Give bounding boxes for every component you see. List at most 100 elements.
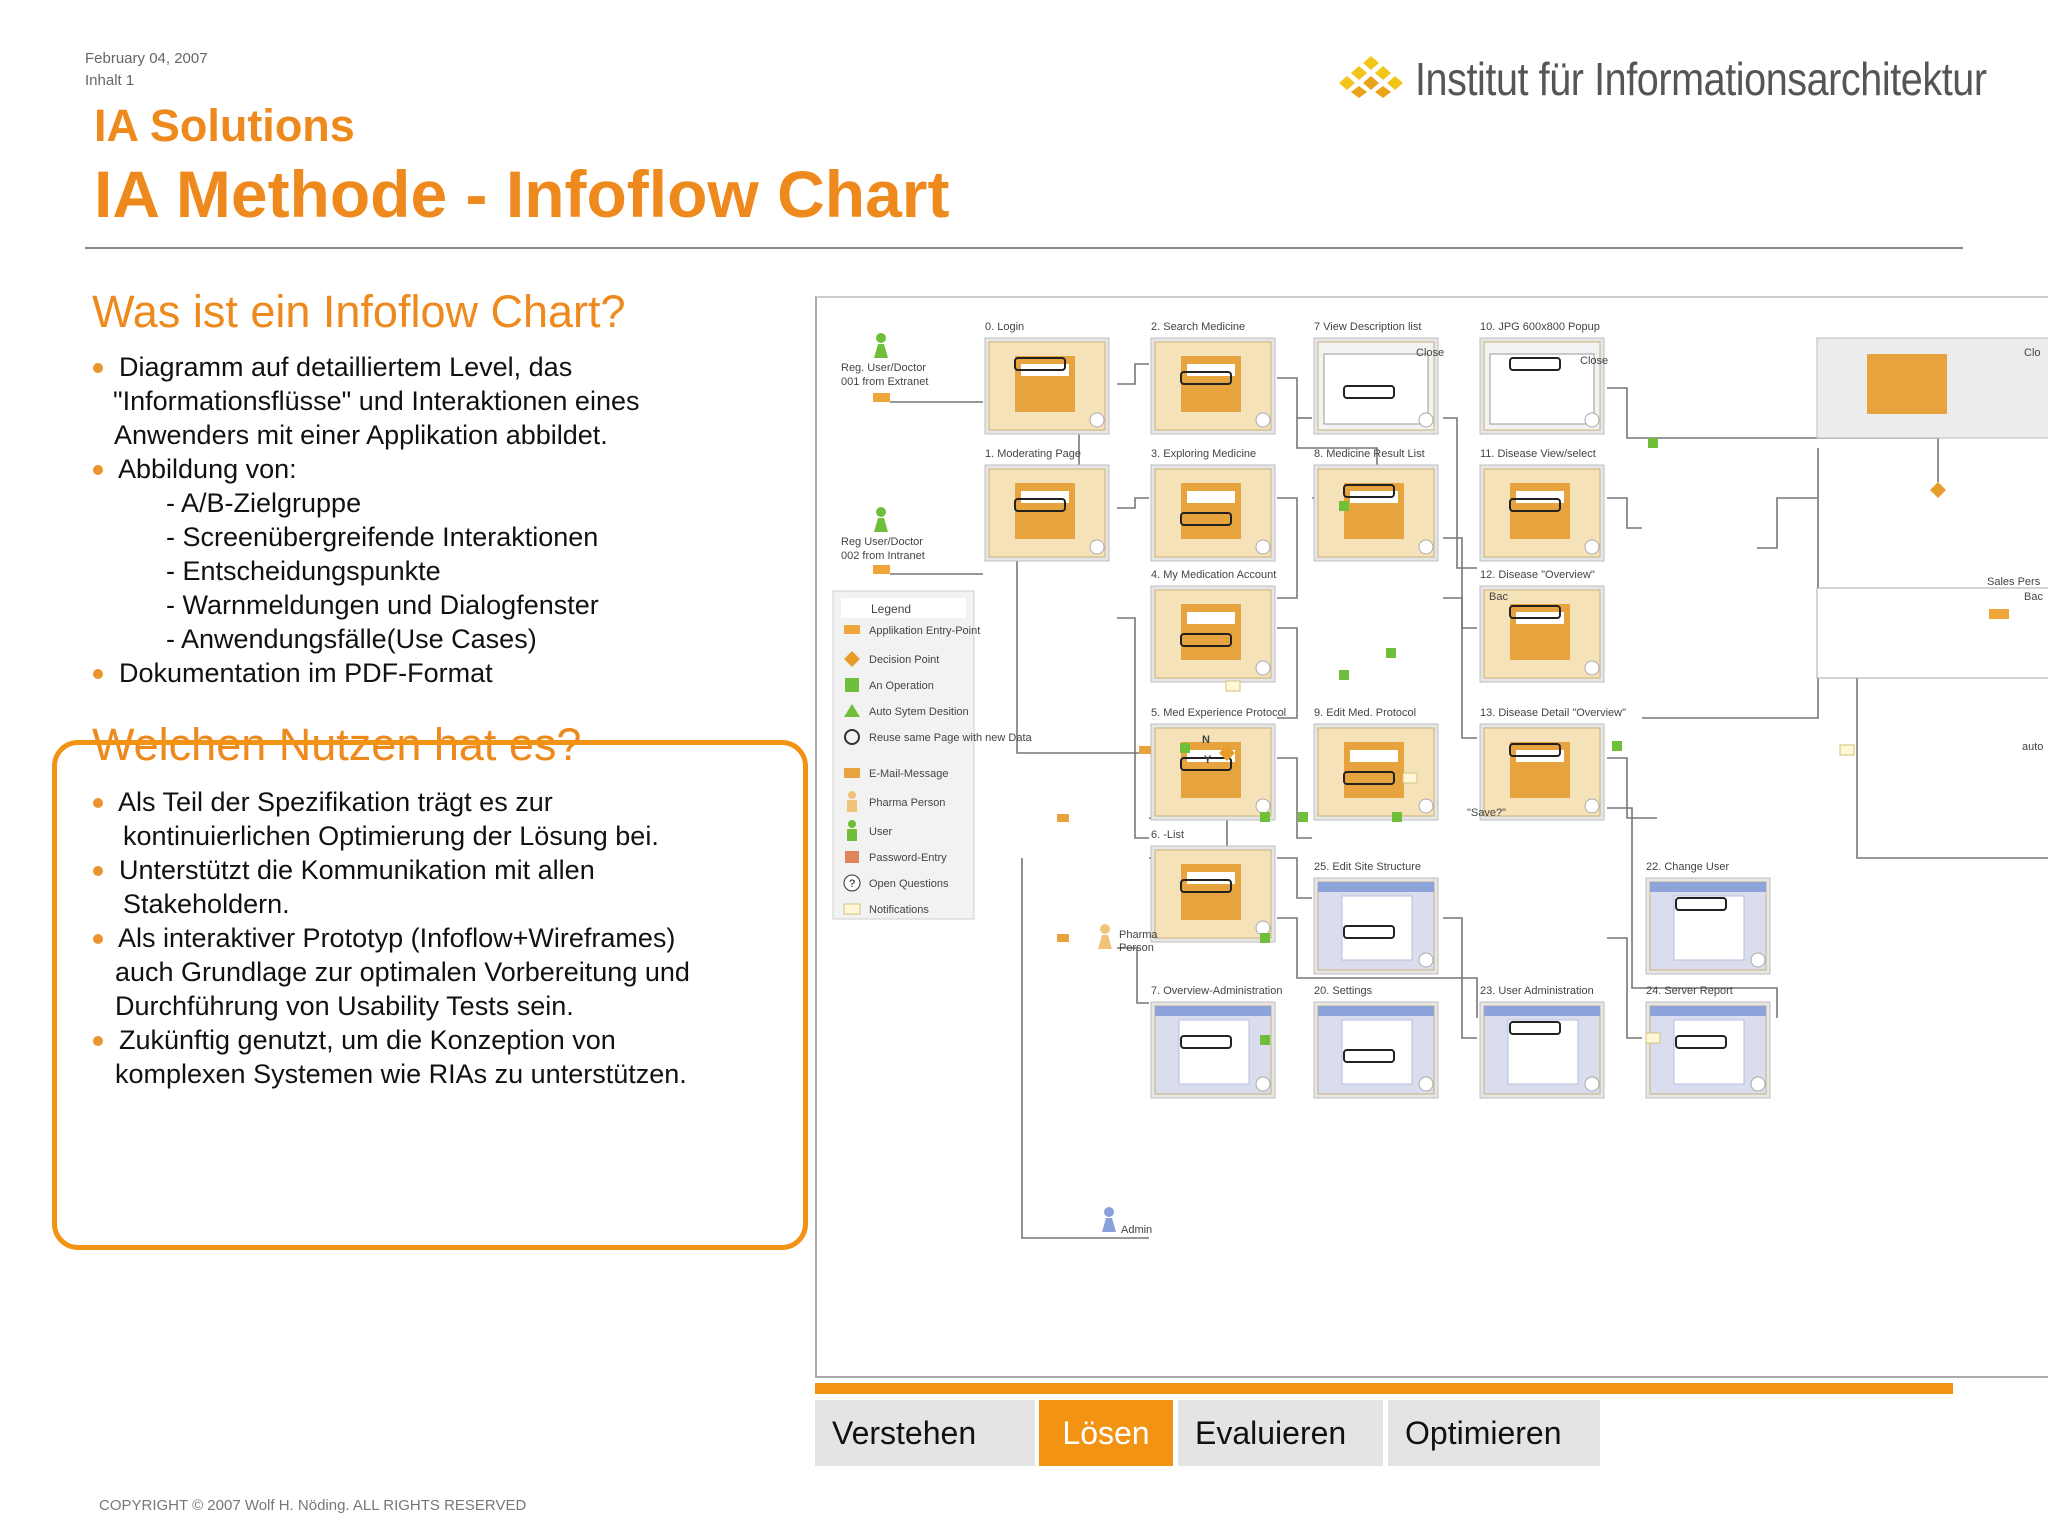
bullet-icon [93, 465, 103, 475]
highlight-frame [52, 740, 808, 1250]
password-icon [845, 851, 859, 863]
screen-label: 3. Exploring Medicine [1151, 448, 1256, 460]
list-item-text: komplexen Systemen wie RIAs zu unterstüt… [115, 1059, 687, 1089]
bullet-icon [93, 1036, 103, 1046]
actor-label: Sales Pers [1987, 576, 2041, 588]
flow-connector [1443, 417, 1477, 569]
flow-connector [1642, 448, 1819, 719]
operation-square [1260, 933, 1270, 943]
screen-label: 0. Login [985, 321, 1024, 333]
list-item-text: Als interaktiver Prototyp (Infoflow+Wire… [118, 923, 676, 953]
list-item: auch Grundlage zur optimalen Vorbereitun… [93, 955, 813, 989]
actor-user-intranet: Reg User/Doctor 002 from Intranet [841, 507, 925, 574]
operation-square [1648, 438, 1658, 448]
flow-connector [1443, 537, 1477, 739]
screen-thumbnail: 3. Exploring Medicine [1150, 448, 1276, 562]
actor-label: 002 from Intranet [841, 550, 925, 562]
list-item-text: Als Teil der Spezifikation trägt es zur [118, 787, 553, 817]
popup-close-label: Close [1580, 355, 1608, 367]
screen-thumbnail: 11. Disease View/select [1479, 448, 1605, 562]
screen-thumbnail: 20. Settings [1313, 985, 1439, 1099]
list-item-text: Unterstützt die Kommunikation mit allen [119, 855, 595, 885]
triangle-icon [844, 704, 860, 717]
legend-label: Open Questions [869, 878, 949, 890]
actor-admin: Admin [1102, 1207, 1152, 1236]
list-item: Zukünftig genutzt, um die Konzeption von [93, 1023, 813, 1057]
bullet-icon [93, 363, 103, 373]
actor-pharma: Pharma Person [1098, 924, 1158, 954]
flow-connector [1277, 627, 1298, 719]
envelope-icon [1139, 746, 1151, 754]
tab-bar-accent [815, 1383, 1953, 1394]
flow-connector [1757, 497, 1817, 549]
legend-item: Decision Point [844, 651, 939, 667]
flow-connector [1277, 757, 1312, 839]
screen-label: 7 View Description list [1314, 321, 1421, 333]
flow-connector [1443, 917, 1477, 1039]
list-item-text: "Informationsflüsse" und Interaktionen e… [113, 386, 640, 416]
flow-connector [1117, 617, 1149, 839]
user-icon [874, 333, 888, 358]
person-icon [847, 791, 857, 812]
screen-label: 24. Server Report [1646, 985, 1733, 997]
note-icon [843, 903, 861, 915]
note-icon [1402, 772, 1418, 784]
envelope-icon [1057, 814, 1069, 822]
legend-label: An Operation [869, 680, 934, 692]
legend-item: An Operation [845, 678, 934, 692]
actor-sales: Sales Pers [1987, 576, 2041, 619]
flow-connector [1607, 807, 1778, 1018]
screen-label: 5. Med Experience Protocol [1151, 707, 1286, 719]
section-heading-what: Was ist ein Infoflow Chart? [92, 286, 626, 337]
screen-label: 23. User Administration [1480, 985, 1594, 997]
legend-item: Pharma Person [847, 791, 945, 812]
list-item: Anwenders mit einer Applikation abbildet… [93, 418, 813, 452]
decision-label-n: N [1202, 734, 1210, 746]
flow-connector [1607, 937, 1642, 1039]
legend-item: Auto Sytem Desition [844, 704, 969, 718]
tab-verstehen[interactable]: Verstehen [815, 1400, 1035, 1466]
auto-label: auto [2022, 741, 2043, 753]
logo-text: Institut für Informationsarchitektur [1415, 53, 1987, 105]
list-item-text: Stakeholdern. [123, 889, 290, 919]
screen-label: 8. Medicine Result List [1314, 448, 1425, 460]
screen-label: 22. Change User [1646, 861, 1729, 873]
date-label: February 04, 2007 [85, 50, 208, 67]
note-icon [1225, 680, 1241, 692]
screen-label: 2. Search Medicine [1151, 321, 1245, 333]
screen-thumbnail: 4. My Medication Account [1150, 569, 1276, 683]
decision-point [1930, 482, 1946, 498]
svg-text:?: ? [849, 878, 855, 890]
flow-connector [1607, 757, 1657, 819]
operation-square [1260, 1035, 1270, 1045]
flow-connector [1607, 497, 1642, 529]
actor-label: Person [1119, 942, 1154, 954]
bullet-icon [93, 798, 103, 808]
square-icon [845, 678, 859, 692]
tab-loesen[interactable]: Lösen [1039, 1400, 1173, 1466]
entry-arrow-icon [1989, 609, 2009, 619]
list-item: Stakeholdern. [93, 887, 813, 921]
actor-label: Admin [1121, 1224, 1152, 1236]
legend-item: User [847, 820, 893, 841]
list-item-text: Durchführung von Usability Tests sein. [115, 991, 574, 1021]
screen-label: 20. Settings [1314, 985, 1373, 997]
popup-close-label: Close [1416, 347, 1444, 359]
tab-evaluieren[interactable]: Evaluieren [1178, 1400, 1383, 1466]
copyright-notice: COPYRIGHT © 2007 Wolf H. Nöding. ALL RIG… [99, 1497, 527, 1514]
tab-optimieren[interactable]: Optimieren [1388, 1400, 1600, 1466]
person-icon [1102, 1207, 1116, 1232]
legend-title: Legend [871, 602, 911, 616]
list-item: Dokumentation im PDF-Format [93, 656, 813, 690]
legend-label: Applikation Entry-Point [869, 625, 980, 637]
list-item: - Screenübergreifende Interaktionen [166, 522, 599, 552]
screen-thumbnail: 7 View Description list [1313, 321, 1439, 435]
legend-item: E-Mail-Message [844, 768, 948, 780]
entry-arrow-icon [873, 393, 890, 402]
list-item-text: Zukünftig genutzt, um die Konzeption von [119, 1025, 616, 1055]
list-item: - Warnmeldungen und Dialogfenster [166, 590, 599, 620]
list-item: kontinuierlichen Optimierung der Lösung … [93, 819, 813, 853]
flow-connector [1117, 497, 1149, 509]
list-item: Unterstützt die Kommunikation mit allen [93, 853, 813, 887]
legend-item: Applikation Entry-Point [844, 625, 980, 637]
